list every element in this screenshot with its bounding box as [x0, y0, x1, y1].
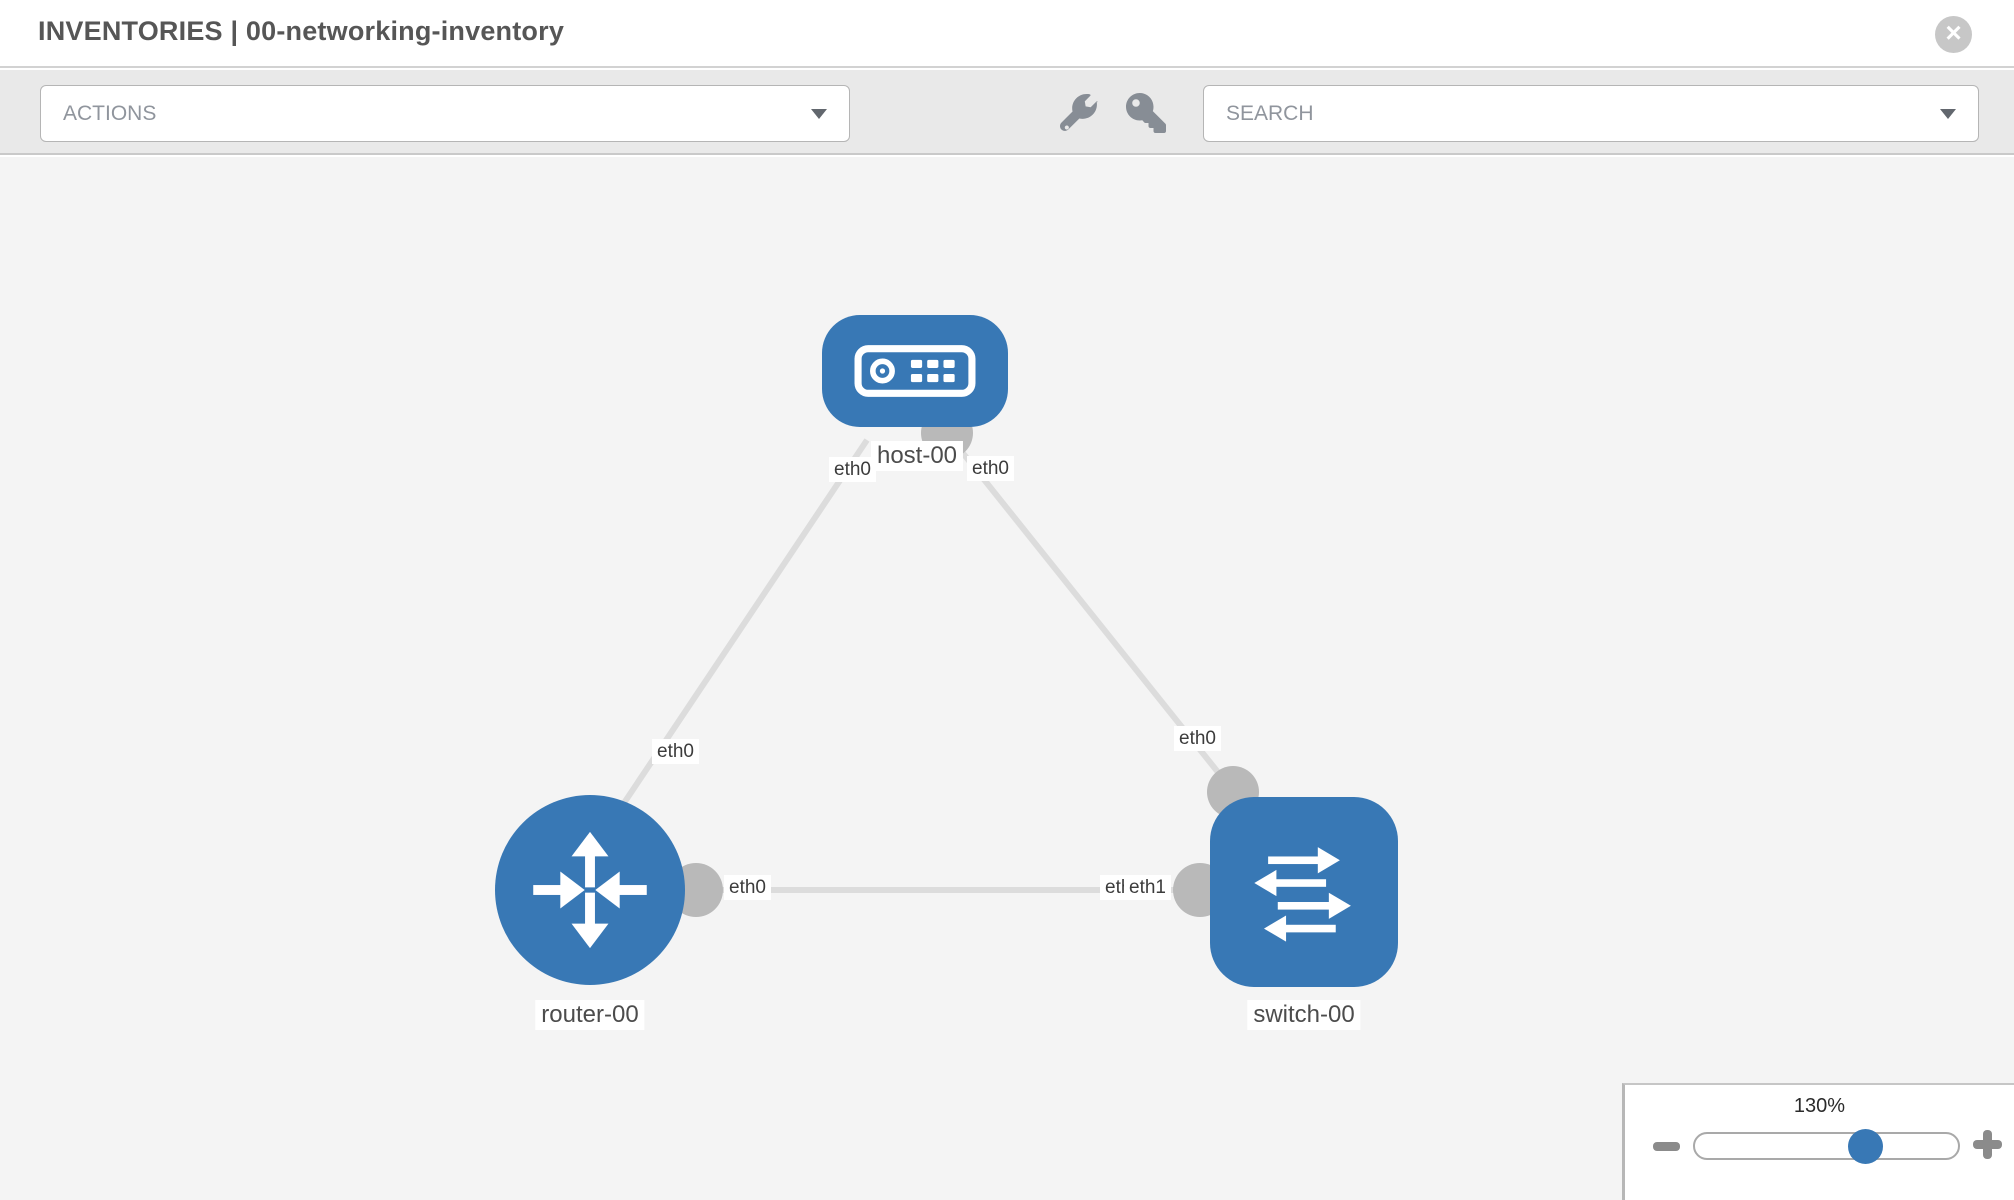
toolbar: ACTIONS SEARCH [0, 70, 2014, 155]
zoom-slider-thumb[interactable] [1847, 1129, 1883, 1164]
header: INVENTORIES | 00-networking-inventory × [0, 0, 2014, 68]
host-icon [854, 345, 976, 397]
interface-label-router-top: eth0 [652, 739, 699, 765]
interface-label-host-right: eth0 [967, 456, 1014, 482]
interface-label-switch-top: eth0 [1174, 726, 1221, 752]
node-label-switch: switch-00 [1247, 1000, 1361, 1030]
node-label-host: host-00 [870, 441, 964, 471]
search-dropdown[interactable]: SEARCH [1203, 85, 1979, 142]
close-button[interactable]: × [1935, 16, 1972, 53]
search-dropdown-label: SEARCH [1226, 101, 1314, 125]
node-switch-00[interactable] [1210, 797, 1398, 987]
interface-label-host-left: eth0 [829, 457, 876, 483]
zoom-panel: 130% [1622, 1083, 2014, 1200]
page-title: INVENTORIES | 00-networking-inventory [38, 16, 565, 46]
actions-dropdown-label: ACTIONS [63, 101, 157, 125]
zoom-slider-track[interactable] [1693, 1129, 1960, 1164]
zoom-out-button[interactable] [1653, 1142, 1680, 1151]
zoom-level-label: 130% [1793, 1095, 1846, 1117]
switch-icon [1254, 847, 1351, 942]
topology-links-layer [619, 407, 1259, 917]
interface-label-router-mid: eth0 [724, 875, 771, 901]
chevron-down-icon [1940, 108, 1956, 119]
toolbar-icon-group [1060, 70, 1166, 155]
router-icon [533, 831, 647, 949]
zoom-slider-row [1625, 1127, 2014, 1167]
close-icon: × [1945, 17, 1962, 48]
node-label-router: router-00 [535, 1000, 645, 1030]
chevron-down-icon [811, 108, 827, 119]
wrench-icon[interactable] [1060, 93, 1098, 132]
zoom-in-button[interactable] [1973, 1130, 2002, 1159]
topology-canvas[interactable]: eth0 eth0 eth0 eth0 eth0 eth0 eth1 host-… [0, 157, 2014, 1200]
actions-dropdown[interactable]: ACTIONS [40, 85, 850, 142]
node-router-00[interactable] [495, 795, 685, 985]
key-icon[interactable] [1126, 92, 1166, 133]
plus-icon [1983, 1130, 1992, 1159]
interface-label-switch-mid-front: eth1 [1124, 875, 1171, 901]
node-host-00[interactable] [822, 315, 1008, 427]
